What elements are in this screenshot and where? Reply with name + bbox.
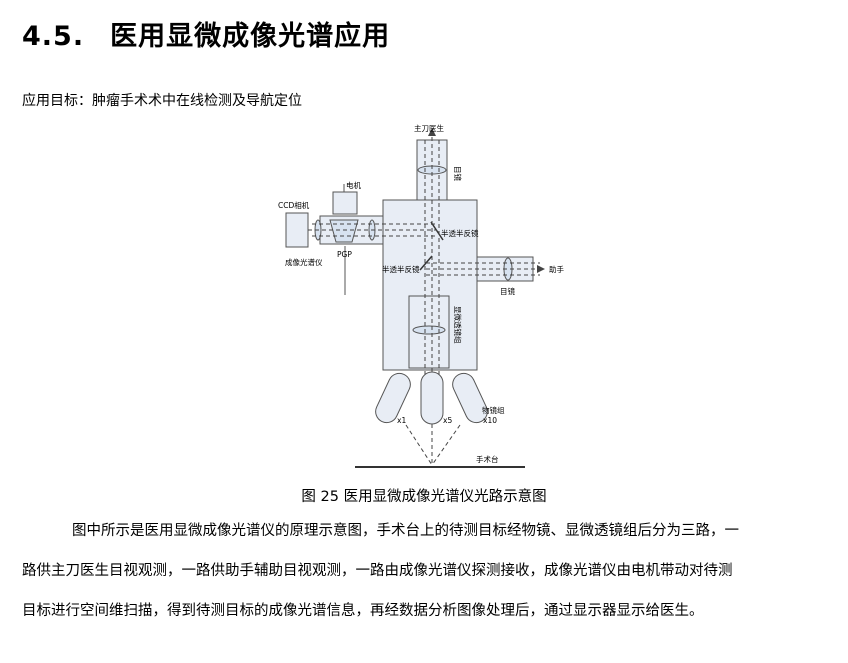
label-zoom-group: 显微透镜组 xyxy=(453,306,463,344)
label-surgeon: 主刀医生 xyxy=(414,123,444,133)
zoom-lens-1 xyxy=(412,325,446,335)
label-ccd: CCD相机 xyxy=(278,200,310,210)
label-assistant: 助手 xyxy=(549,264,564,274)
body-paragraph: 图中所示是医用显微成像光谱仪的原理示意图，手术台上的待测目标经物镜、显微透镜组后… xyxy=(22,511,832,631)
label-x10: x10 xyxy=(483,416,497,425)
label-beamsplitter-1: 半透半反镜 xyxy=(441,228,479,238)
paragraph-line: 图中所示是医用显微成像光谱仪的原理示意图，手术台上的待测目标经物镜、显微透镜组后… xyxy=(72,523,739,539)
label-eyepiece-right: 目镜 xyxy=(500,286,515,296)
objective-x10 xyxy=(452,372,488,424)
section-heading: 医用显微成像光谱应用 xyxy=(110,21,391,52)
label-motor: 电机 xyxy=(346,180,361,190)
application-goal: 应用目标：肿瘤手术术中在线检测及导航定位 xyxy=(22,93,302,109)
ccd-camera xyxy=(285,212,309,248)
label-x5: x5 xyxy=(443,416,452,425)
optical-path-diagram: 主刀医生 目镜 电机 CCD相机 PGP 成像光谱仪 半透半反镜 半透半反镜 助… xyxy=(278,123,564,468)
label-beamsplitter-2: 半透半反镜 xyxy=(382,264,420,274)
paragraph-line: 路供主刀医生目视观测，一路供助手辅助目视观测，一路由成像光谱仪探测接收，成像光谱… xyxy=(22,563,733,579)
objective-x5 xyxy=(420,371,444,425)
beamsplitter-upper xyxy=(430,221,444,241)
label-x1: x1 xyxy=(397,416,406,425)
label-pgp: PGP xyxy=(337,250,352,259)
figure-caption: 图 25 医用显微成像光谱仪光路示意图 xyxy=(301,489,547,505)
label-imaging-spectrometer: 成像光谱仪 xyxy=(285,257,323,267)
section-title: 4.5. 医用显微成像光谱应用 xyxy=(22,14,390,53)
paragraph-line: 目标进行空间维扫描，得到待测目标的成像光谱信息，再经数据分析图像处理后，通过显示… xyxy=(22,603,704,619)
pgp-box xyxy=(332,191,358,215)
section-number: 4.5. xyxy=(22,21,85,52)
label-eyepiece-top: 目镜 xyxy=(453,166,463,181)
label-surgical-table: 手术台 xyxy=(476,454,499,464)
objective-x1 xyxy=(375,372,411,424)
label-objective-group: 物镜组 xyxy=(482,405,505,415)
